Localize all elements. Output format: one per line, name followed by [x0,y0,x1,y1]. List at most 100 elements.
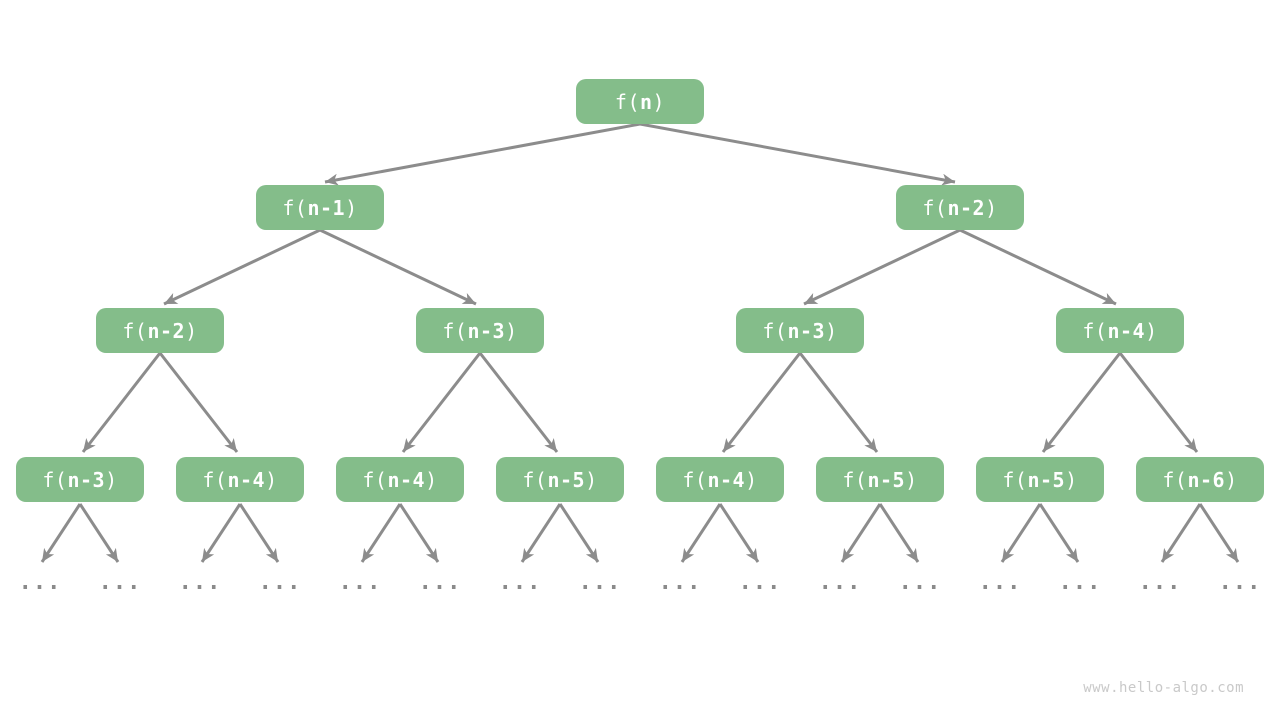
edge [798,352,879,453]
node-label-prefix: f( [682,467,708,492]
edge [803,228,961,306]
edge [81,352,162,453]
node-label-prefix: f( [202,467,228,492]
watermark: www.hello-algo.com [1083,680,1244,696]
node-label-prefix: f( [762,318,788,343]
node-label-suffix: ) [825,318,838,343]
edge [324,122,641,186]
node-label-suffix: ) [505,318,518,343]
edge [200,503,242,563]
edge [398,503,440,563]
edge [319,228,477,306]
node-label-prefix: f( [42,467,68,492]
node-label-arg: n-4 [387,467,426,492]
node-label-prefix: f( [282,195,308,220]
node-label-prefix: f( [442,318,468,343]
node-label-prefix: f( [1002,467,1028,492]
edge [1000,503,1042,563]
edge [78,503,120,563]
edge [1038,503,1080,563]
edge [158,352,239,453]
edge [401,352,482,453]
tree-node-l3-1: f(n-3) [416,308,544,353]
tree-node-l4-7: f(n-6) [1136,457,1264,502]
tree-node-l2-0: f(n-1) [256,185,384,230]
edge [721,352,802,453]
node-label-arg: n-3 [787,318,826,343]
tree-node-l4-4: f(n-4) [656,457,784,502]
ellipsis: ... [818,570,862,595]
tree-node-l3-2: f(n-3) [736,308,864,353]
node-label-suffix: ) [985,195,998,220]
node-label-suffix: ) [585,467,598,492]
ellipsis: ... [658,570,702,595]
edge [1198,503,1240,563]
node-label-arg: n-4 [1107,318,1146,343]
edge [959,228,1117,306]
ellipsis: ... [498,570,542,595]
node-label-arg: n-5 [1027,467,1066,492]
ellipsis: ... [738,570,782,595]
node-label-suffix: ) [105,467,118,492]
node-label-suffix: ) [345,195,358,220]
node-label-prefix: f( [362,467,388,492]
node-label-arg: n-3 [467,318,506,343]
edge [238,503,280,563]
ellipsis: ... [978,570,1022,595]
edge [520,503,562,563]
node-label-prefix: f( [842,467,868,492]
tree-node-l2-1: f(n-2) [896,185,1024,230]
ellipsis: ... [898,570,942,595]
node-label-suffix: ) [425,467,438,492]
node-label-prefix: f( [614,89,640,114]
node-label-prefix: f( [1162,467,1188,492]
node-label-suffix: ) [185,318,198,343]
node-label-arg: n-6 [1187,467,1226,492]
node-label-arg: n-5 [867,467,906,492]
tree-node-l4-0: f(n-3) [16,457,144,502]
node-label-arg: n-2 [947,195,986,220]
edge [558,503,600,563]
tree-node-l3-3: f(n-4) [1056,308,1184,353]
ellipsis: ... [1058,570,1102,595]
ellipsis: ... [1218,570,1262,595]
tree-node-l1-0: f(n) [576,79,704,124]
node-label-suffix: ) [265,467,278,492]
node-label-arg: n-5 [547,467,586,492]
ellipsis: ... [178,570,222,595]
tree-node-l3-0: f(n-2) [96,308,224,353]
edge [718,503,760,563]
edge [680,503,722,563]
node-label-arg: n-4 [707,467,746,492]
tree-node-l4-3: f(n-5) [496,457,624,502]
node-label-prefix: f( [1082,318,1108,343]
ellipsis: ... [18,570,62,595]
node-label-arg: n-2 [147,318,186,343]
edge [478,352,559,453]
ellipsis: ... [1138,570,1182,595]
node-label-arg: n-1 [307,195,346,220]
node-label-prefix: f( [122,318,148,343]
edge [1118,352,1199,453]
node-label-suffix: ) [652,89,666,114]
tree-node-l4-2: f(n-4) [336,457,464,502]
edge [1160,503,1202,563]
node-label-suffix: ) [745,467,758,492]
ellipsis: ... [258,570,302,595]
edge [163,228,321,306]
edge [40,503,82,563]
tree-node-l4-1: f(n-4) [176,457,304,502]
ellipsis: ... [98,570,142,595]
node-label-prefix: f( [522,467,548,492]
edge [878,503,920,563]
tree-node-l4-6: f(n-5) [976,457,1104,502]
edge [1041,352,1122,453]
edge [639,122,956,186]
node-label-suffix: ) [1225,467,1238,492]
node-label-suffix: ) [1065,467,1078,492]
ellipsis: ... [338,570,382,595]
node-label-arg: n-4 [227,467,266,492]
ellipsis: ... [578,570,622,595]
